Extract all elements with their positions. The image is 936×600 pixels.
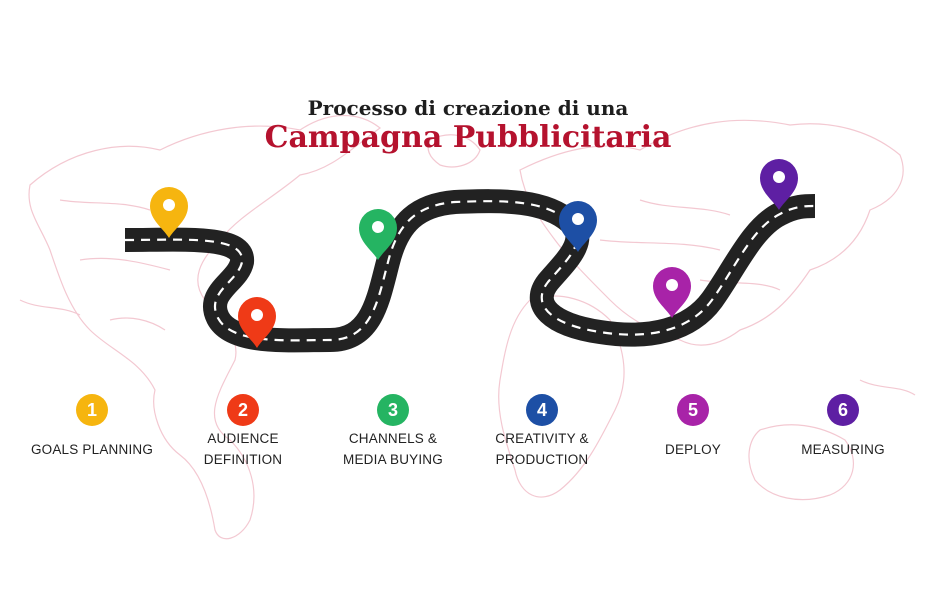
title-line-2: Campagna Pubblicitaria	[264, 120, 672, 155]
map-pin-icon	[559, 201, 597, 252]
road	[124, 189, 816, 353]
step-label: GOALS PLANNING	[30, 441, 154, 457]
road-center-line	[124, 200, 816, 342]
map-pins	[150, 159, 798, 348]
step-number-badge: 5	[677, 394, 709, 426]
step-label: CREATIVITY & PRODUCTION	[495, 431, 589, 467]
step-1: 1 GOALS PLANNING	[17, 394, 167, 472]
map-pin-icon	[653, 267, 691, 318]
map-pin-icon	[760, 159, 798, 210]
step-5: 5 DEPLOY	[618, 394, 768, 472]
step-2: 2 AUDIENCE DEFINITION	[168, 394, 318, 472]
step-number-badge: 4	[526, 394, 558, 426]
step-label: MEASURING	[801, 441, 885, 457]
step-6: 6 MEASURING	[768, 394, 918, 472]
step-number-badge: 2	[227, 394, 259, 426]
step-number-badge: 1	[76, 394, 108, 426]
step-4: 4 CREATIVITY & PRODUCTION	[467, 394, 617, 472]
step-label: CHANNELS & MEDIA BUYING	[343, 431, 443, 467]
step-number-badge: 6	[827, 394, 859, 426]
step-3: 3 CHANNELS & MEDIA BUYING	[318, 394, 468, 472]
title-line-1: Processo di creazione di una	[307, 96, 629, 120]
road-surface	[124, 189, 816, 353]
world-map-background	[19, 114, 916, 540]
map-pin-icon	[150, 187, 188, 238]
map-pin-icon	[238, 297, 276, 348]
step-number-badge: 3	[377, 394, 409, 426]
step-label: AUDIENCE DEFINITION	[203, 431, 283, 467]
map-pin-icon	[359, 209, 397, 260]
step-label: DEPLOY	[665, 441, 721, 457]
